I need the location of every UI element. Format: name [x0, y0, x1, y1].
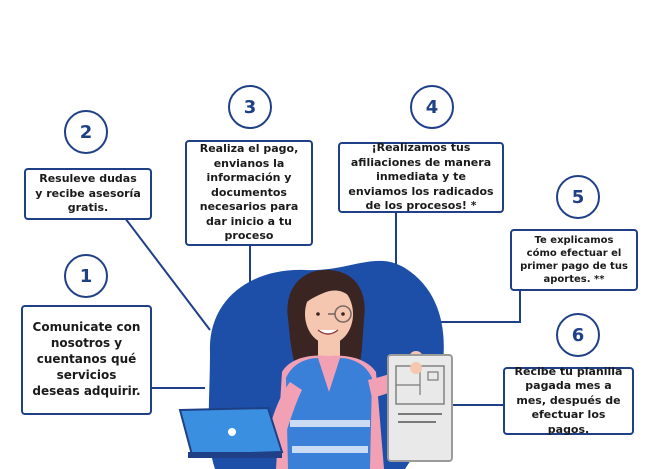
step-4-box: ¡Realizamos tus afiliaciones de manera i… [338, 141, 504, 213]
woman-illustration [266, 269, 423, 469]
step-1-number: 1 [64, 254, 108, 298]
step-2-text: Resuleve dudas y recibe asesoría gratis. [35, 172, 141, 215]
step-5-number: 5 [556, 175, 600, 219]
laptop-illustration [178, 406, 284, 458]
step-4-number: 4 [410, 85, 454, 129]
step-5-text: Te explicamos cómo efectuar el primer pa… [520, 234, 628, 286]
step-2-number: 2 [64, 110, 108, 154]
connector-2 [124, 217, 211, 331]
connector-5 [440, 290, 521, 323]
connector-lines [124, 213, 521, 406]
step-3-text: Realiza el pago, envianos la información… [199, 142, 299, 243]
step-1-text: Comunicate con nosotros y cuentanos qué … [32, 320, 141, 398]
step-6-number: 6 [556, 313, 600, 357]
step-2-box: Resuleve dudas y recibe asesoría gratis. [24, 168, 152, 220]
step-3-number: 3 [228, 85, 272, 129]
step-6-box: Recibe tu planilla pagada mes a mes, des… [503, 364, 634, 436]
step-3-box: Realiza el pago, envianos la información… [185, 140, 313, 246]
step-1-box: Comunicate con nosotros y cuentanos qué … [21, 305, 152, 415]
hand-illustration [410, 362, 422, 374]
step-6-text: Recibe tu planilla pagada mes a mes, des… [514, 364, 623, 436]
step-5-box: Te explicamos cómo efectuar el primer pa… [510, 229, 638, 291]
step-4-text: ¡Realizamos tus afiliaciones de manera i… [348, 141, 494, 213]
